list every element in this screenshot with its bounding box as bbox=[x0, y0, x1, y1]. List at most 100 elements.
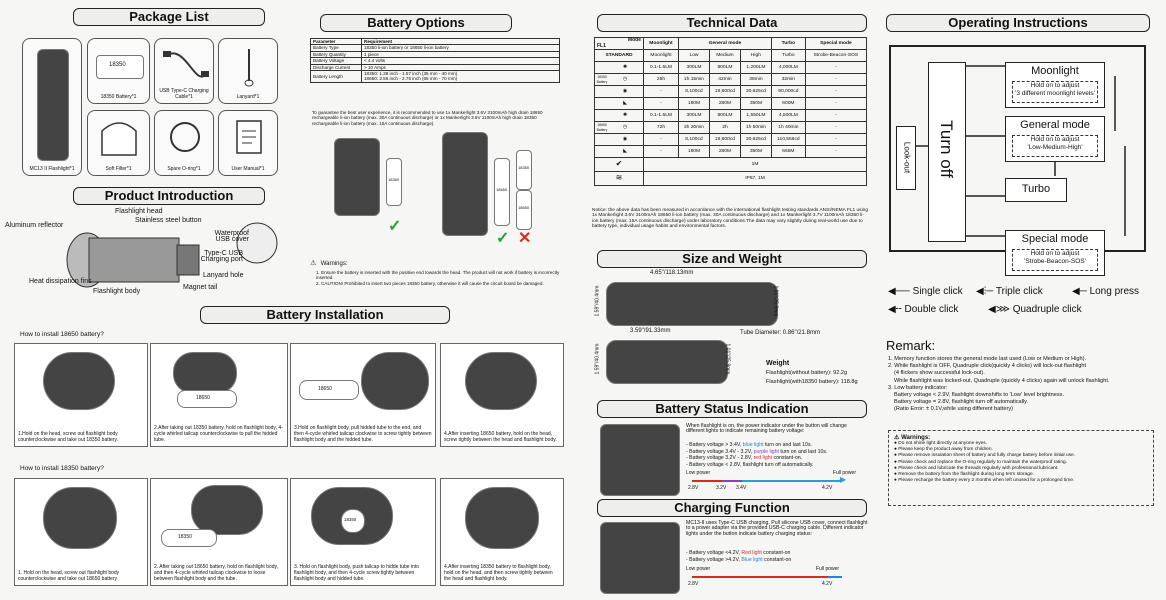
warning-item: ● Please keep the product away from chil… bbox=[894, 447, 993, 453]
table-cell: 72h bbox=[643, 121, 679, 134]
label-waterproof-cover: Waterproof USB cover bbox=[214, 230, 249, 244]
check-icon: ✓ bbox=[388, 218, 402, 235]
table-subheader: High bbox=[739, 49, 772, 62]
table-row: 18350 Battery✺ 0.1-1.5LM 300LM 800LM 1,2… bbox=[594, 61, 868, 84]
package-item-manual: User Manual*1 bbox=[218, 110, 278, 176]
corner-fl1: FL1 bbox=[597, 42, 606, 49]
warning-line: 1. Ensure the battery is inserted with t… bbox=[316, 270, 560, 281]
filter-icon bbox=[101, 122, 137, 156]
table-cell: 0.1-1.5LM bbox=[643, 61, 679, 74]
general-title: General mode bbox=[1020, 119, 1090, 131]
label-stainless-button: Stainless steel button bbox=[135, 217, 202, 224]
general-mode-box: General mode Hold on to adjust 'Low-Medi… bbox=[1005, 116, 1105, 162]
flashlight-short-image bbox=[334, 138, 380, 216]
cell-image: 18650 bbox=[516, 190, 532, 230]
label-lanyard-hole: Lanyard hole bbox=[203, 272, 244, 279]
operating-header: Operating Instructions bbox=[886, 14, 1150, 32]
install-18650-step-2: 18650 2.After taking out 18350 battery, … bbox=[150, 343, 288, 447]
table-cell: - bbox=[804, 121, 868, 134]
table-icon-cell: ◣ bbox=[594, 97, 644, 110]
flashlight-diagram bbox=[66, 222, 278, 288]
label-typec-port: Type-C USB Charging port bbox=[200, 250, 243, 264]
battery-installation-header: Battery Installation bbox=[200, 306, 450, 324]
table-cell: 0.1-1.5LM bbox=[643, 109, 679, 122]
legend-label: Long press bbox=[1089, 286, 1140, 297]
cell-label: 18650 bbox=[518, 205, 530, 210]
table-cell: - bbox=[804, 97, 868, 110]
install-18650-step-1: 1.Hold on the head, screw out flashlight… bbox=[14, 343, 148, 447]
cell-label: 18350 bbox=[518, 165, 530, 170]
charging-header: Charging Function bbox=[597, 499, 867, 517]
full-power-label: Full power bbox=[816, 566, 840, 572]
voltage-tick: 2.8V bbox=[688, 485, 699, 491]
install-18350-step-3: 18350 3. Hold on flashlight body, push t… bbox=[290, 478, 436, 586]
size-diagram: 4.65"/118.13mm 1.59"/40.4mm 1.01"/25.8mm… bbox=[590, 268, 870, 394]
charging-post: constant-on bbox=[762, 556, 792, 563]
legend-quadruple: ◀⋙ Quadruple click bbox=[988, 304, 1082, 315]
warning-text: Please check and replace the O-ring regu… bbox=[898, 459, 1068, 465]
table-row: Discharge Current> 10 Amps bbox=[310, 63, 560, 72]
status-post: turn on and last 10s. bbox=[778, 448, 828, 455]
table-cell: 350M bbox=[739, 145, 772, 158]
charging-scale: Low power Full power 2.8V 4.2V bbox=[686, 566, 866, 592]
table-cell: 1 piece bbox=[361, 50, 560, 59]
battery-image: 18350 bbox=[161, 529, 217, 547]
table-cell: - bbox=[804, 109, 868, 122]
charging-color-word: Red light bbox=[741, 550, 762, 556]
table-row: ◣ - 180M 280M 350M 600M - bbox=[594, 97, 868, 110]
battery-compat-figure: 18350 18650 18350 18650 ✓ ✓ ✕ bbox=[330, 132, 550, 247]
flashlight-long-side-image bbox=[606, 282, 778, 326]
step-image bbox=[361, 352, 429, 410]
charging-pre: - Battery voltage >4.2V, bbox=[686, 556, 742, 563]
status-color-word: blue light bbox=[742, 442, 764, 448]
warning-item: ● Please remove insulation sheet of batt… bbox=[894, 453, 1076, 459]
battery-group-label: 18650 Battery bbox=[596, 123, 608, 133]
voltage-tick: 3.2V bbox=[716, 485, 727, 491]
intensity-icon: ◉ bbox=[622, 88, 628, 94]
low-power-label: Low power bbox=[686, 566, 711, 572]
waterproof-icon: ≋ bbox=[615, 172, 623, 182]
remark-item: Battery voltage < 2.9V, flashlight downs… bbox=[894, 392, 1064, 399]
voltage-tick: 4.2V bbox=[822, 581, 833, 587]
full-power-label: Full power bbox=[832, 470, 856, 476]
table-cell: 180M bbox=[677, 97, 710, 110]
legend-triple: ◀⫶─ Triple click bbox=[976, 286, 1043, 297]
table-row: ◣ - 180M 280M 350M 665M - bbox=[594, 145, 868, 158]
table-subheader-row: STANDARD Moonlight Low Medium High Turbo… bbox=[594, 49, 868, 62]
lockout-label: Look-out bbox=[902, 141, 912, 174]
length-short-label: 3.59"/91.33mm bbox=[630, 328, 671, 334]
warning-line: 2. CAUTION! Prohibited to insert two pie… bbox=[316, 280, 544, 286]
step-caption: 1. Hold on the head, screw out flashligh… bbox=[18, 570, 120, 582]
turbo-title: Turbo bbox=[1021, 183, 1051, 195]
manual-icon bbox=[236, 120, 262, 154]
legend-label: Triple click bbox=[995, 286, 1043, 297]
moonlight-hint-1: Hold on to adjust bbox=[1030, 82, 1080, 89]
table-header: Special mode bbox=[804, 37, 868, 50]
table-cell: 2h bbox=[708, 121, 741, 134]
table-header: General mode bbox=[677, 37, 772, 50]
runtime-icon: ◷ bbox=[622, 124, 628, 130]
table-cell: 800LM bbox=[708, 109, 741, 122]
charging-intro: MC13-II uses Type-C USB charging. Pull s… bbox=[686, 520, 868, 537]
lockout-box: Look-out bbox=[896, 126, 916, 190]
table-cell: 30,625cd bbox=[739, 85, 772, 98]
warnings-title: Warnings: bbox=[901, 435, 931, 441]
weight-line: Flashlight(with18350 battery): 118.8g bbox=[766, 379, 858, 385]
table-subheader: Low bbox=[677, 49, 710, 62]
warning-text: Remove the battery from the flashlight d… bbox=[898, 472, 1034, 478]
battery-status-lines: - Battery voltage > 3.4V, blue light tur… bbox=[686, 442, 870, 468]
label-magnet-tail: Magnet tail bbox=[183, 284, 218, 291]
head-dia-label: 1.59"/40.4mm bbox=[594, 285, 601, 317]
table-cell: 300LM bbox=[677, 109, 710, 122]
table-cell: 1M bbox=[643, 157, 867, 172]
package-item-oring: Spare O-ring*1 bbox=[154, 110, 214, 176]
remark-title: Remark: bbox=[886, 338, 936, 353]
package-item-label: USB Type-C Charging Cable*1 bbox=[159, 88, 209, 100]
output-icon: ✺ bbox=[622, 64, 628, 70]
step-image bbox=[191, 485, 263, 535]
package-item-label: 18350 Battery*1 bbox=[100, 94, 137, 100]
table-cell: 4,500LM bbox=[770, 109, 806, 122]
step-image bbox=[465, 352, 537, 410]
